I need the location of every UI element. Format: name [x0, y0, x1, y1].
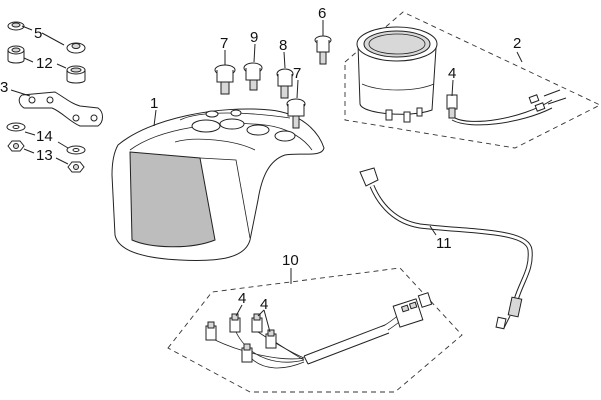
mounting-bracket-part	[18, 91, 103, 127]
indicator-lamp-part-9	[243, 62, 263, 91]
callout-4-harness-a: 4	[238, 290, 246, 307]
hex-nut-part-left	[7, 140, 25, 152]
callout-14: 14	[36, 128, 53, 145]
harness-bulb-socket-3	[251, 313, 263, 333]
callout-8: 8	[279, 37, 287, 54]
lamp-wiring-harness-part	[205, 292, 433, 369]
indicator-lamp-part-7-right	[286, 98, 306, 129]
indicator-lamp-part-7-left	[214, 64, 236, 95]
callout-7-left: 7	[220, 35, 228, 52]
callout-6: 6	[318, 5, 326, 22]
harness-bulb-socket-1	[205, 321, 217, 341]
harness-bulb-socket-2	[229, 313, 241, 333]
group-10-outline	[167, 267, 463, 393]
callout-3: 3	[0, 79, 8, 96]
speedometer-cable-part	[359, 167, 533, 330]
grommet-part-left	[7, 45, 25, 64]
callout-1: 1	[150, 95, 158, 112]
callout-10: 10	[282, 252, 299, 269]
callout-12: 12	[36, 55, 53, 72]
washer-part-left	[6, 122, 26, 132]
harness-bulb-socket-5	[241, 343, 253, 363]
callout-9: 9	[250, 29, 258, 46]
callout-4-harness-b: 4	[260, 296, 268, 313]
cap-nut-part	[66, 42, 86, 54]
callout-13: 13	[36, 147, 53, 164]
harness-bulb-socket-4	[265, 329, 277, 349]
callout-4-gauge: 4	[448, 65, 456, 82]
group-2-outline	[344, 11, 601, 149]
dashboard-cover-part	[111, 108, 325, 261]
grommet-part-right	[66, 65, 86, 84]
callout-2: 2	[513, 35, 521, 52]
speedometer-gauge-part	[356, 26, 438, 123]
gauge-bulb-socket-part	[446, 89, 567, 126]
washer-part-right	[66, 145, 86, 155]
callout-7-right: 7	[293, 65, 301, 82]
callout-5: 5	[34, 25, 42, 42]
hex-nut-part-right	[67, 161, 85, 173]
callout-11: 11	[436, 235, 452, 252]
rubber-cap-part	[7, 21, 25, 31]
indicator-lamp-part-6	[314, 35, 332, 65]
indicator-lamp-part-8	[276, 68, 294, 99]
leader-lines	[10, 20, 523, 333]
